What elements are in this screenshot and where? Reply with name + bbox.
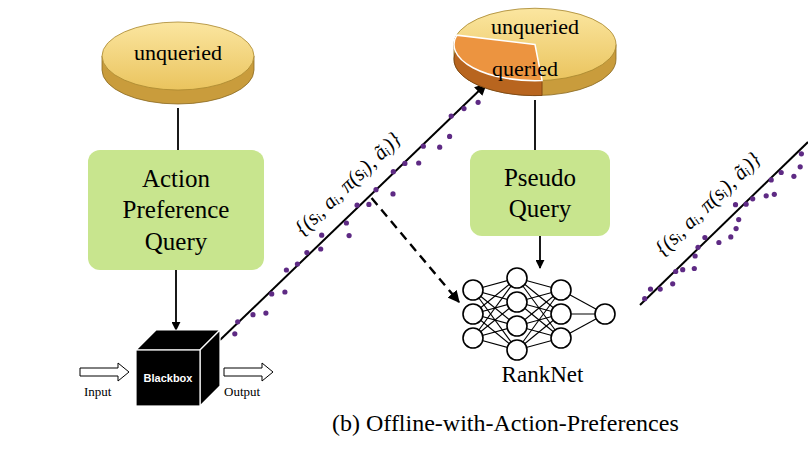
box-label: Action Preference Query [96, 163, 256, 257]
process-box: Action Preference Query [88, 150, 264, 270]
data-point [673, 269, 678, 274]
data-point [344, 220, 349, 225]
ranknet: RankNet [455, 268, 630, 394]
data-point [461, 106, 466, 111]
pie-node: unqueried [100, 18, 256, 110]
data-point [692, 266, 697, 271]
data-point [772, 192, 777, 197]
data-point [284, 267, 289, 272]
output-arrow [224, 363, 273, 381]
data-point [695, 245, 700, 250]
data-point [402, 161, 407, 166]
data-point [693, 253, 698, 258]
data-point [304, 250, 309, 255]
data-point [355, 203, 360, 208]
pie-label: unqueried [100, 40, 256, 66]
data-point [373, 187, 378, 192]
data-point [269, 291, 274, 296]
data-point [779, 170, 784, 175]
connector [177, 108, 179, 150]
data-point [670, 281, 675, 286]
pie-label: queried [442, 56, 608, 82]
connector [539, 236, 541, 268]
data-point [658, 287, 663, 292]
data-point [733, 202, 738, 207]
node-title: RankNet [455, 362, 630, 388]
data-point [235, 319, 240, 324]
data-point [390, 191, 395, 196]
data-point [799, 151, 804, 156]
data-point [319, 233, 324, 238]
data-point [318, 246, 323, 251]
figure-caption: (b) Offline-with-Action-Preferences [332, 410, 679, 437]
data-point [642, 296, 647, 301]
data-point [232, 331, 237, 336]
data-point [680, 267, 685, 272]
connector [175, 270, 177, 330]
blackbox-cube [136, 330, 220, 406]
dashed-arrow [372, 198, 459, 302]
data-point [734, 226, 739, 231]
data-point [702, 235, 707, 240]
data-point [347, 233, 352, 238]
data-point [764, 193, 769, 198]
data-point [416, 160, 421, 165]
data-point [366, 202, 371, 207]
data-point [250, 312, 255, 317]
data-point [437, 145, 442, 150]
data-point [449, 114, 454, 119]
data-point [798, 164, 803, 169]
data-point [769, 177, 774, 182]
data-point [728, 234, 733, 239]
data-point [736, 217, 741, 222]
blackbox: Blackbox [136, 330, 220, 406]
connector [534, 100, 536, 150]
data-point [391, 169, 396, 174]
data-point [750, 196, 755, 201]
data-point [791, 174, 796, 179]
data-point [282, 289, 287, 294]
data-points [232, 100, 804, 337]
data-point [648, 287, 653, 292]
data-point [421, 144, 426, 149]
process-box: Pseudo Query [470, 150, 610, 236]
port-label: Input [84, 384, 111, 400]
blackbox-label: Blackbox [136, 372, 200, 384]
data-point [476, 100, 481, 105]
data-point [447, 134, 452, 139]
data-point [716, 240, 721, 245]
data-point [295, 261, 300, 266]
data-stream-line [640, 142, 808, 305]
pie-node: unqueriedqueried [452, 4, 618, 102]
data-point [744, 202, 749, 207]
input-arrow [80, 363, 129, 381]
port-label: Output [224, 384, 260, 400]
box-label: Pseudo Query [478, 162, 602, 225]
data-point [263, 311, 268, 316]
pie-label: unqueried [452, 14, 618, 40]
